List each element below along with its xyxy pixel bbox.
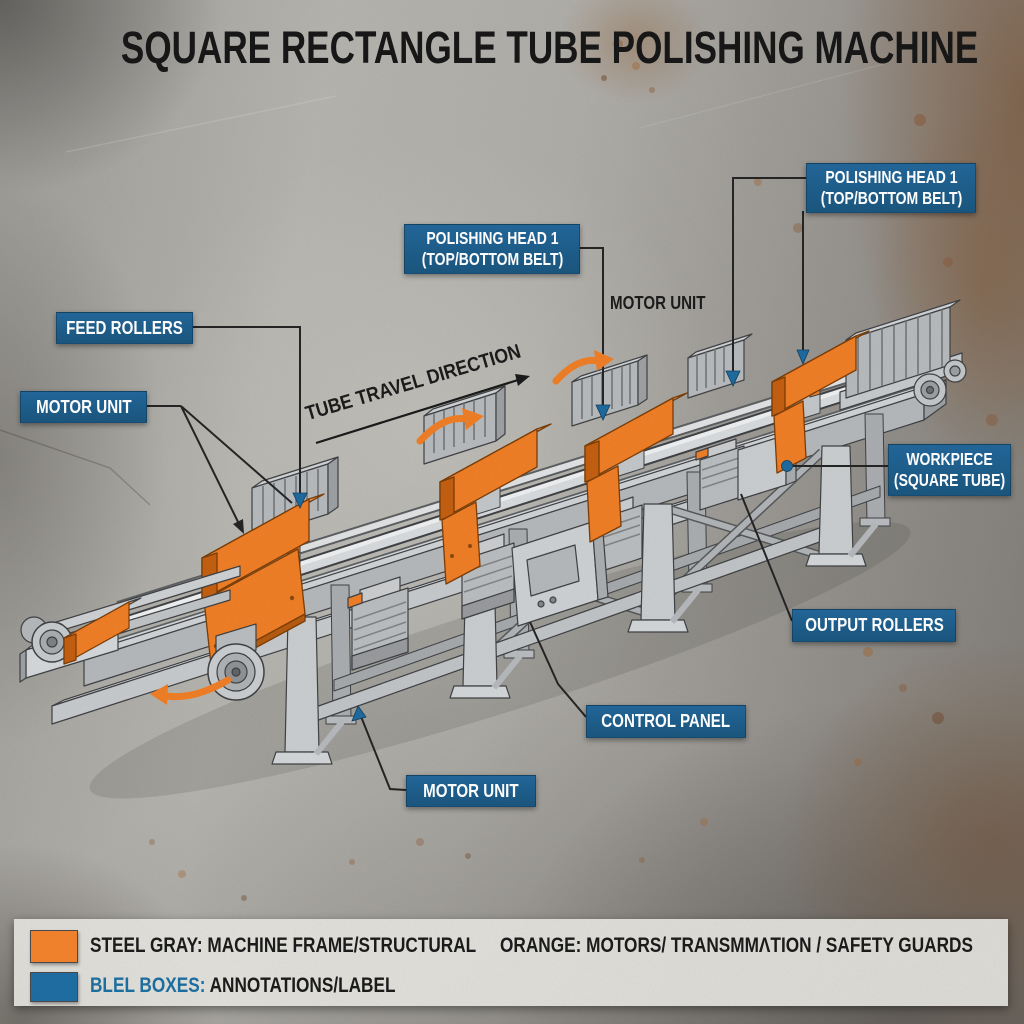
- legend-row-steel-gray: STEEL GRAY: MACHINE FRAME/STRUCTURAL: [90, 934, 477, 957]
- legend-panel: STEEL GRAY: MACHINE FRAME/STRUCTURAL ORA…: [14, 919, 1008, 1006]
- label-motor-unit-left: MOTOR UNIT: [20, 391, 147, 423]
- label-feed-rollers: FEED ROLLERS: [56, 312, 193, 344]
- legend-row-orange: ORANGE: MOTORS/ TRANSMMΛTION / SAFETY GU…: [500, 934, 973, 957]
- label-control-panel: CONTROL PANEL: [586, 705, 746, 738]
- legend-swatch-blue: [30, 972, 78, 1002]
- label-motor-unit-top: MOTOR UNIT: [610, 293, 706, 313]
- label-motor-unit-bottom: MOTOR UNIT: [406, 775, 536, 807]
- label-output-rollers: OUTPUT ROLLERS: [792, 609, 956, 642]
- label-polishing-head-mid: POLISHING HEAD 1(TOP/BOTTOM BELT): [404, 224, 580, 274]
- label-workpiece: WORKPIECE(SQUARE TUBE): [888, 444, 1011, 496]
- page-title: SQUARE RECTANGLE TUBE POLISHING MACHINE: [120, 22, 979, 73]
- label-polishing-head-right: POLISHING HEAD 1(TOP/BOTTOM BELT): [806, 163, 976, 213]
- legend-row-blue-boxes: BLEL BOXES: ANNOTATIONS/LABEL: [90, 974, 396, 997]
- legend-swatch-orange: [30, 930, 78, 963]
